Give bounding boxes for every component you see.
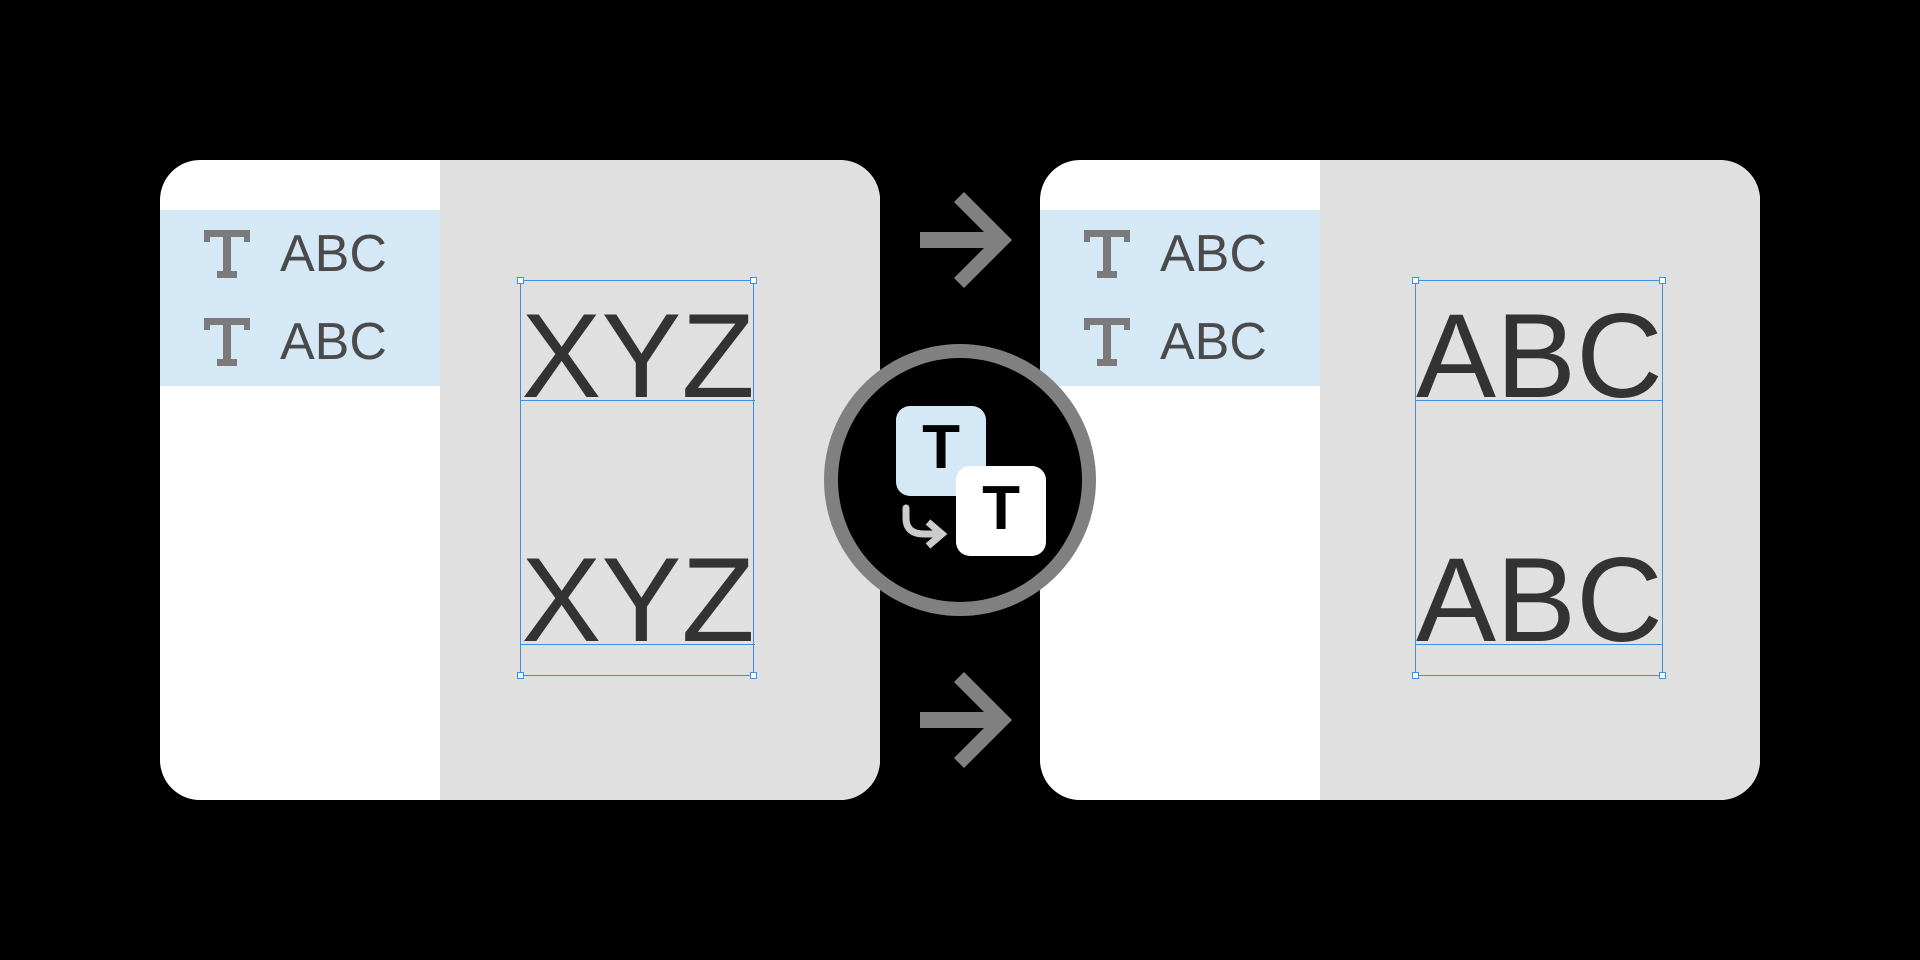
resize-handle[interactable]: [1412, 672, 1419, 679]
resize-handle[interactable]: [517, 672, 524, 679]
layer-label: ABC: [1160, 313, 1267, 371]
text-tool-icon: [204, 230, 250, 278]
resize-handle[interactable]: [750, 277, 757, 284]
selection-box[interactable]: ABC ABC: [1412, 277, 1666, 679]
canvas: XYZ XYZ: [440, 160, 880, 800]
arrow-right-icon: [920, 192, 1012, 288]
arrow-right-icon: [920, 672, 1012, 768]
swap-text-icon: T T: [824, 344, 1096, 616]
canvas-text[interactable]: ABC: [1416, 281, 1663, 416]
resize-handle[interactable]: [750, 672, 757, 679]
text-tool-icon: [204, 318, 250, 366]
selection-box[interactable]: XYZ XYZ: [517, 277, 757, 679]
before-panel: ABC ABC XYZ XYZ: [160, 160, 880, 800]
canvas: ABC ABC: [1320, 160, 1760, 800]
resize-handle[interactable]: [1659, 277, 1666, 284]
text-tool-icon: [1084, 318, 1130, 366]
canvas-text-content: ABC: [1416, 289, 1663, 423]
layer-label: ABC: [280, 225, 387, 283]
layer-item[interactable]: ABC: [160, 210, 440, 298]
layers-list: ABC ABC: [160, 210, 440, 386]
resize-handle[interactable]: [1412, 277, 1419, 284]
layers-list: ABC ABC: [1040, 210, 1320, 386]
resize-handle[interactable]: [517, 277, 524, 284]
text-tool-icon: [1084, 230, 1130, 278]
canvas-text-content: ABC: [1416, 533, 1663, 667]
text-tile-icon: T: [956, 466, 1046, 556]
canvas-text[interactable]: ABC: [1416, 525, 1663, 660]
layer-item[interactable]: ABC: [1040, 298, 1320, 386]
canvas-text-content: XYZ: [521, 533, 755, 667]
layer-item[interactable]: ABC: [160, 298, 440, 386]
canvas-text[interactable]: XYZ: [521, 281, 755, 416]
layer-label: ABC: [280, 313, 387, 371]
curved-arrow-icon: [902, 504, 948, 549]
canvas-text[interactable]: XYZ: [521, 525, 755, 660]
resize-handle[interactable]: [1659, 672, 1666, 679]
layer-item[interactable]: ABC: [1040, 210, 1320, 298]
after-panel: ABC ABC ABC ABC: [1040, 160, 1760, 800]
canvas-text-content: XYZ: [521, 289, 755, 423]
layer-label: ABC: [1160, 225, 1267, 283]
